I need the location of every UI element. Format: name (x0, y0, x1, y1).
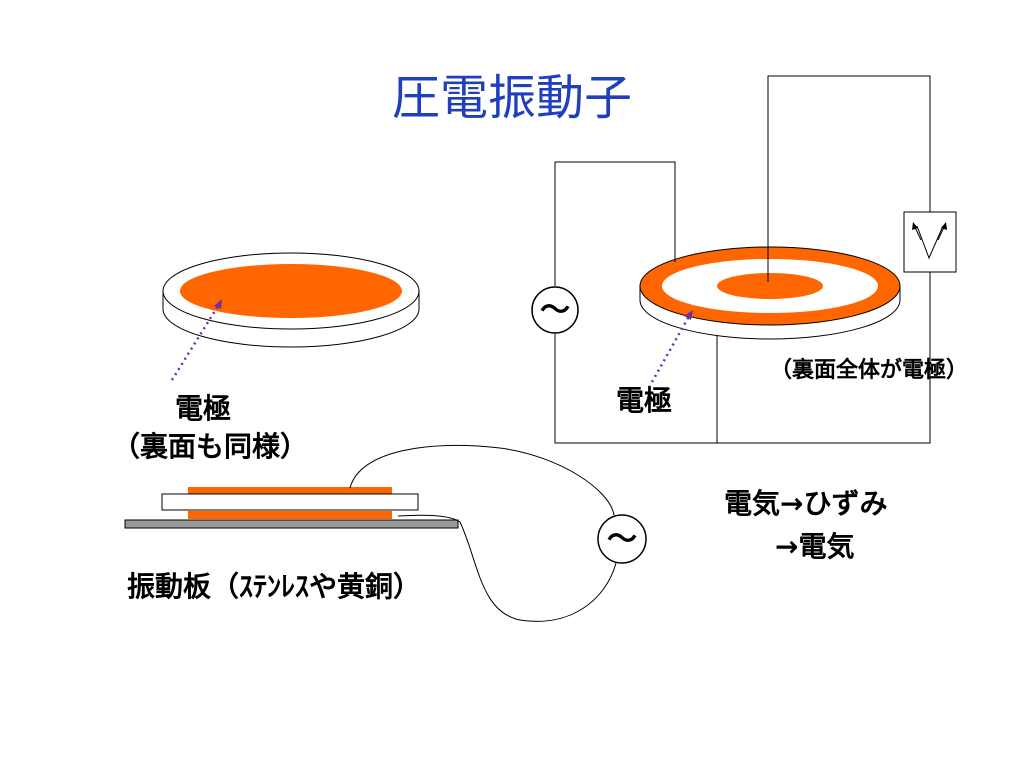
left-electrode-note: （裏面も同様） (112, 430, 309, 463)
right-pointer-arrowhead (684, 310, 693, 320)
left-electrode-pointer (170, 305, 220, 381)
wire-center-to-meter (767, 75, 931, 282)
bottom-electrode-strip (188, 511, 392, 519)
slide-title: 圧電振動子 (391, 70, 632, 126)
vibration-plate-label: 振動板（ｽﾃﾝﾚｽや黄銅） (127, 570, 422, 603)
voltmeter-icon (903, 211, 957, 273)
ac-source-bottom (597, 514, 647, 564)
wire-source-return (554, 272, 931, 444)
wire-source-to-ring (554, 161, 676, 286)
right-center-electrode (717, 273, 823, 299)
conversion-line2: →電気 (775, 530, 855, 563)
ac-source-bottom-symbol: ～ (607, 522, 637, 557)
right-electrode-label: 電極 (616, 384, 673, 417)
vibrator-assembly (124, 487, 459, 529)
conversion-line1: 電気→ひずみ (724, 487, 888, 520)
top-electrode-strip (188, 487, 392, 495)
right-electrode-pointer (650, 317, 690, 383)
wire-top-to-source (349, 444, 615, 516)
vibration-plate (124, 519, 459, 529)
left-disc (162, 252, 420, 348)
ac-source-right-symbol: ～ (540, 293, 570, 328)
wire-plate-to-source (397, 514, 617, 622)
left-pointer-arrowhead (214, 299, 222, 309)
right-disc (639, 246, 901, 340)
bottom-circuit-wires (349, 444, 617, 622)
piezo-layer (161, 493, 419, 511)
back-electrode-note: （裏面全体が電極） (770, 358, 969, 383)
right-circuit-wires (554, 75, 931, 444)
ac-source-right (531, 286, 579, 334)
left-electrode (180, 264, 402, 318)
left-electrode-label: 電極 (175, 392, 232, 425)
